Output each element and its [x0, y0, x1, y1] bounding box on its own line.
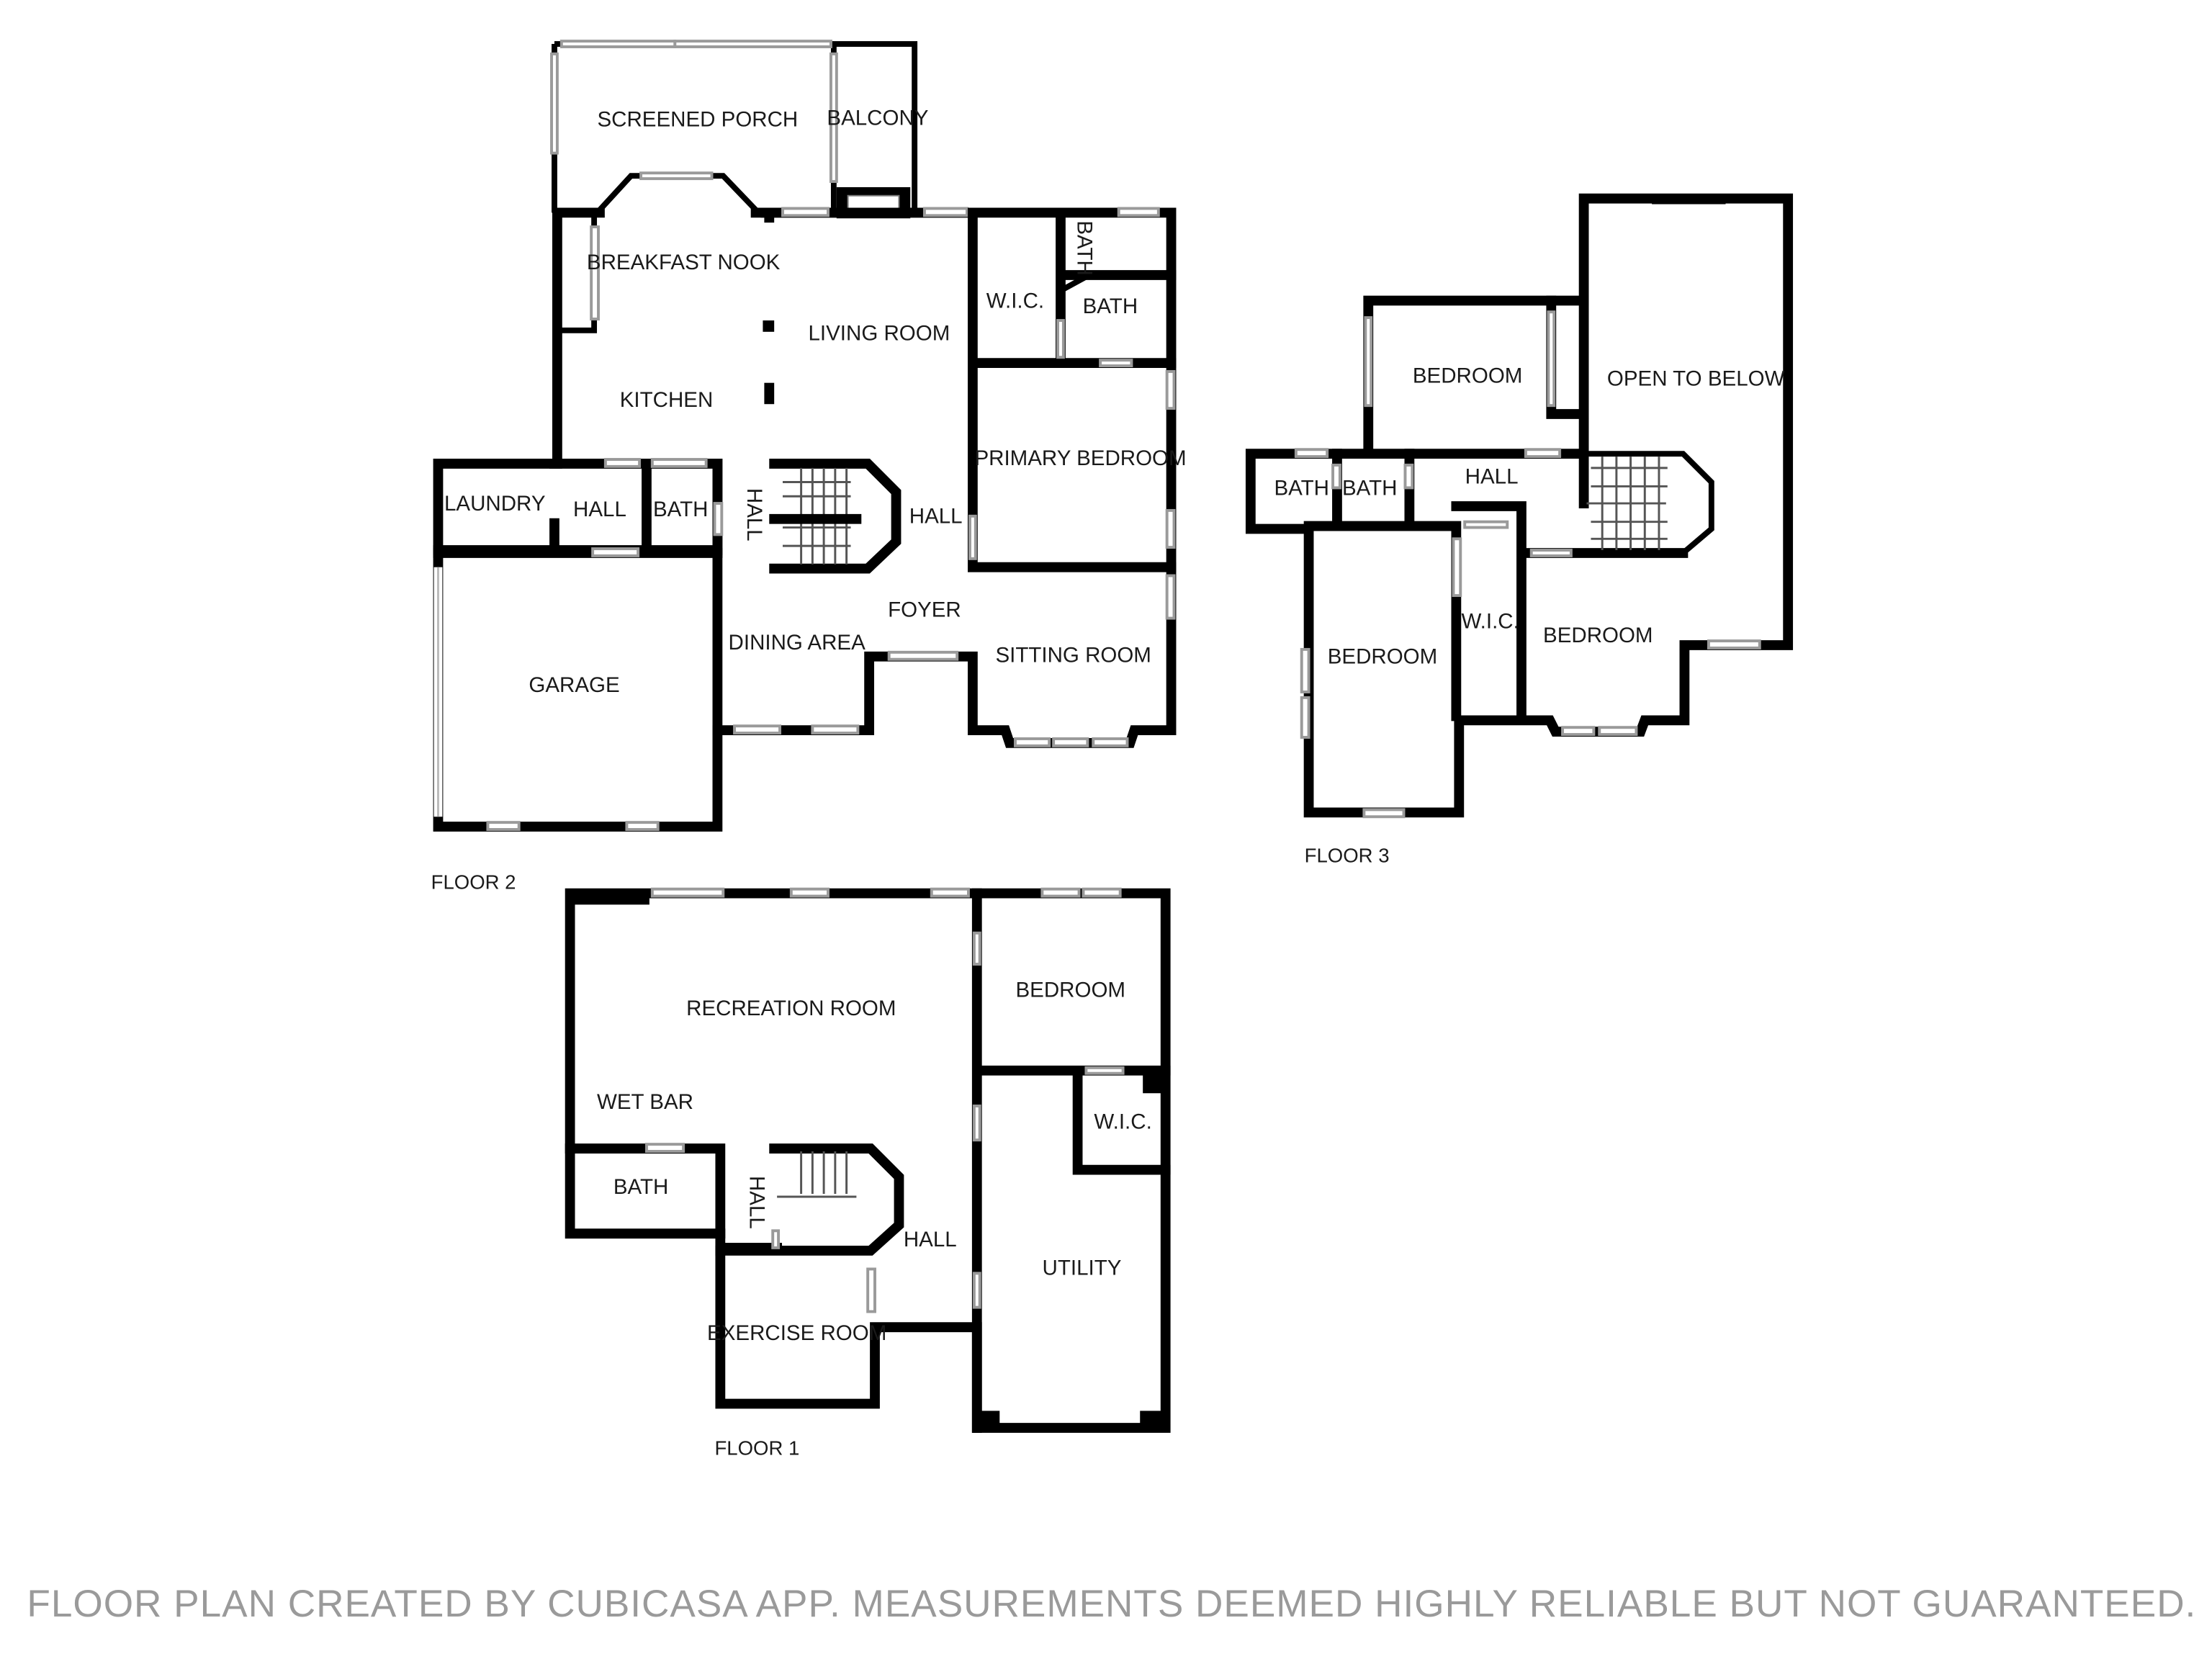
room-label: LAUNDRY	[444, 492, 546, 516]
room-label: HALL	[904, 1228, 957, 1251]
room-label: W.I.C.	[986, 289, 1044, 313]
room-label: W.I.C.	[1094, 1110, 1151, 1133]
room-label: BATH	[1342, 476, 1398, 500]
room-label: BEDROOM	[1328, 645, 1438, 669]
room-label: LIVING ROOM	[809, 322, 950, 346]
room-label: RECREATION ROOM	[686, 997, 896, 1020]
room-label: BREAKFAST NOOK	[587, 251, 781, 274]
room-label: BATH	[613, 1175, 669, 1199]
room-label: HALL	[742, 488, 766, 541]
room-label: HALL	[1465, 464, 1519, 488]
room-label: W.I.C.	[1461, 609, 1519, 633]
floor-3-label: FLOOR 3	[1305, 844, 1390, 866]
room-label: HALL	[573, 498, 626, 521]
floor-2-label: FLOOR 2	[431, 871, 516, 894]
room-label: PRIMARY BEDROOM	[974, 446, 1186, 470]
room-label: BATH	[1274, 476, 1329, 500]
room-label: OPEN TO BELOW	[1607, 367, 1785, 391]
floor-2-plan: SCREENED PORCH BALCONY BREAKFAST NOOK LI…	[431, 40, 1187, 894]
room-label: HALL	[745, 1176, 769, 1229]
room-label: BEDROOM	[1413, 364, 1523, 388]
room-label: EXERCISE ROOM	[707, 1321, 886, 1345]
room-label: SITTING ROOM	[995, 644, 1151, 667]
room-label: BATH	[1083, 295, 1138, 318]
room-label: BALCONY	[827, 106, 928, 130]
floor-3-plan: BEDROOM OPEN TO BELOW BATH BATH HALL W.I…	[1245, 193, 1794, 866]
floor-1-label: FLOOR 1	[714, 1437, 799, 1459]
room-label: FOYER	[888, 598, 961, 622]
room-label: BEDROOM	[1015, 978, 1125, 1002]
room-label: BATH	[653, 498, 709, 521]
room-label: SCREENED PORCH	[597, 107, 798, 131]
room-label: DINING AREA	[729, 631, 866, 655]
room-label: KITCHEN	[620, 388, 714, 412]
floor-1-plan: RECREATION ROOM BEDROOM WET BAR W.I.C. B…	[565, 887, 1171, 1459]
footer-disclaimer: FLOOR PLAN CREATED BY CUBICASA APP. MEAS…	[27, 1583, 2196, 1625]
room-label: HALL	[909, 505, 963, 529]
room-label: GARAGE	[529, 673, 619, 697]
room-label: UTILITY	[1043, 1256, 1122, 1280]
room-label: BATH	[1073, 220, 1097, 276]
room-label: WET BAR	[597, 1090, 693, 1114]
room-label: BEDROOM	[1543, 624, 1653, 647]
